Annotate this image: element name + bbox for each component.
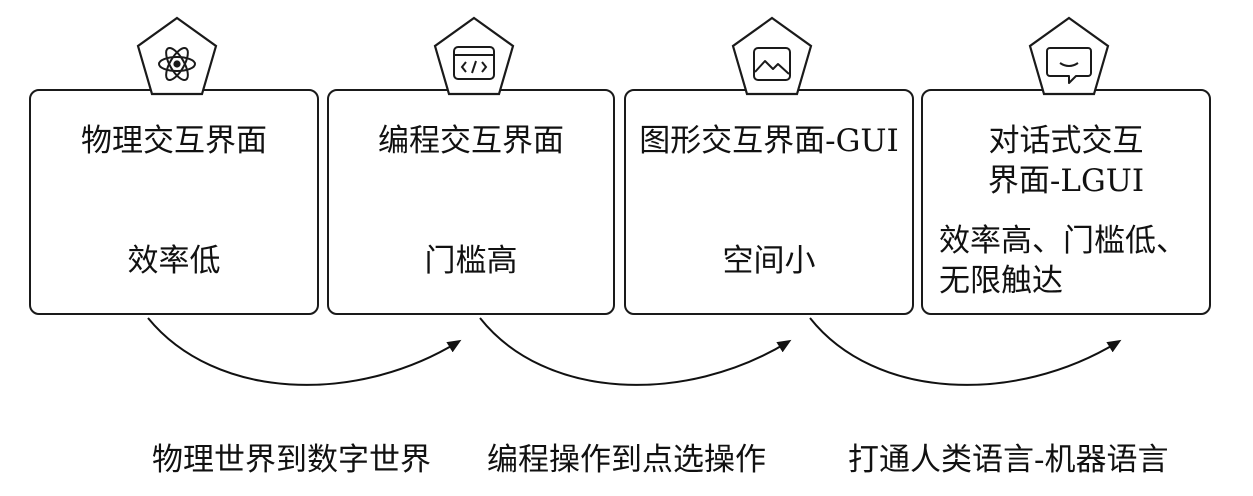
image-icon [729, 14, 815, 100]
stage-card-gui: 图形交互界面-GUI 空间小 [624, 89, 914, 315]
arrow-1 [147, 317, 462, 386]
stage-desc: 效率高、门槛低、 无限触达 [939, 223, 1187, 299]
stage-desc: 效率低 [127, 243, 221, 279]
stage-card-programming: 编程交互界面 门槛高 [327, 89, 615, 315]
code-window-icon [431, 14, 517, 100]
atom-icon [134, 14, 220, 100]
stage-card-lgui: 对话式交互 界面-LGUI 效率高、门槛低、 无限触达 [921, 89, 1211, 315]
stage-title: 物理交互界面 [81, 123, 267, 159]
stage-title: 编程交互界面 [378, 123, 564, 159]
arrow-2 [479, 317, 792, 386]
stage-title: 图形交互界面-GUI [639, 123, 899, 159]
stage-desc: 空间小 [722, 243, 816, 279]
chat-bubble-icon [1026, 14, 1112, 100]
stage-card-physical: 物理交互界面 效率低 [29, 89, 319, 315]
transition-label-2: 编程操作到点选操作 [487, 442, 766, 478]
stage-desc: 门槛高 [424, 243, 518, 279]
transition-label-3: 打通人类语言-机器语言 [848, 442, 1169, 478]
arrow-3 [809, 317, 1122, 386]
stage-title: 对话式交互 界面-LGUI [987, 123, 1145, 199]
transition-label-1: 物理世界到数字世界 [152, 442, 431, 478]
